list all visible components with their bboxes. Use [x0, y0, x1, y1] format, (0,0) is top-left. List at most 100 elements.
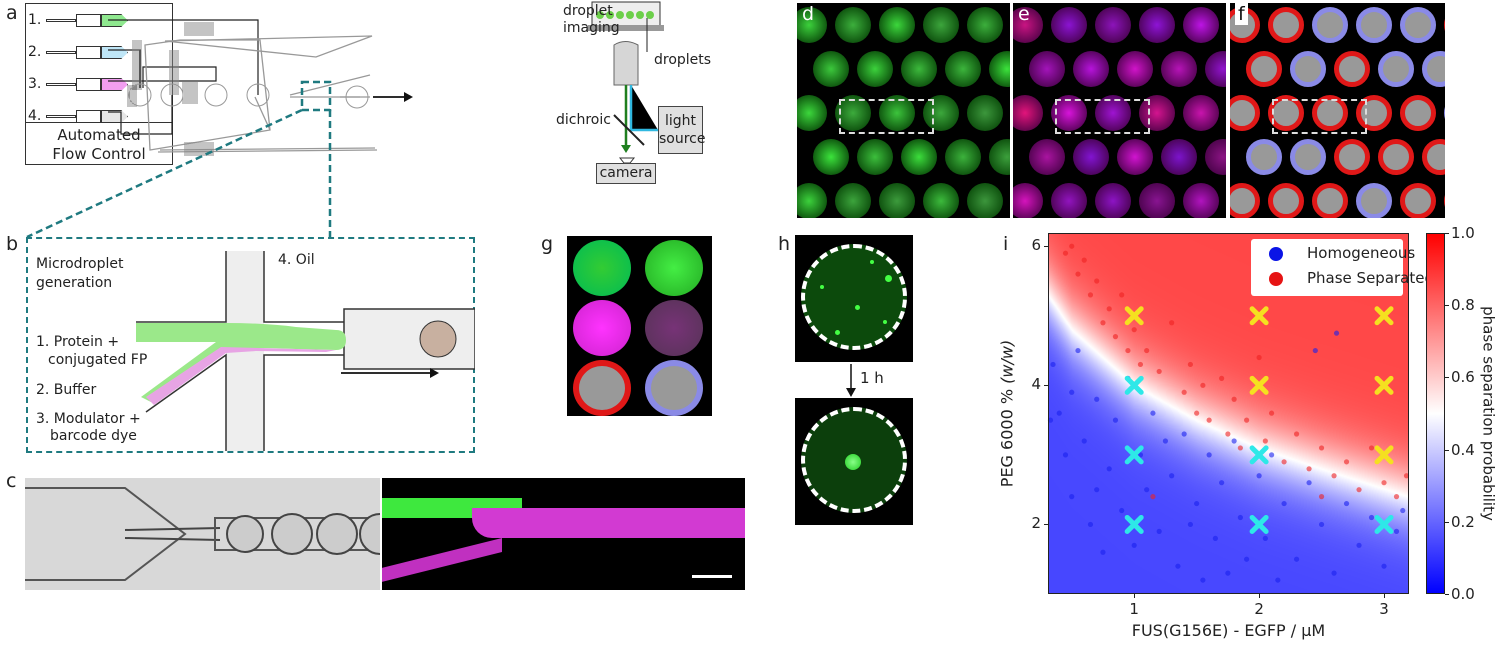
scatter-point-phase-separated [1062, 250, 1069, 256]
panel-label-b: b [6, 233, 19, 255]
junction-diagram [136, 251, 475, 451]
scatter-point-phase-separated [1087, 292, 1094, 298]
condensate [870, 260, 874, 264]
scatter-point-homogeneous [1237, 514, 1243, 521]
scatter-point-phase-separated [1403, 473, 1410, 479]
y-tick-label: 2 [1031, 514, 1041, 533]
scatter-point-phase-separated [1094, 278, 1100, 284]
droplet [1444, 7, 1445, 43]
scatter-point-phase-separated [1100, 320, 1106, 326]
microdroplet-generation-label-2: generation [36, 275, 113, 291]
droplet-imaging-label-1: droplet [563, 3, 613, 19]
plunger [46, 19, 76, 22]
condensate [855, 305, 860, 310]
droplet [1400, 183, 1436, 218]
scatter-point-phase-separated [1200, 382, 1206, 388]
scatter-point-homogeneous [1100, 549, 1106, 555]
scatter-point-homogeneous [1212, 535, 1218, 541]
y-tick-mark [1044, 246, 1048, 248]
droplet-after-image [795, 398, 913, 525]
scatter-point-homogeneous [1333, 330, 1340, 336]
magenta-inlet [382, 538, 502, 582]
scatter-point-homogeneous [1381, 563, 1387, 569]
syringe-number: 3. [28, 76, 42, 92]
flow-control-label-2: Flow Control [52, 145, 146, 163]
x-tick-label: 1 [1129, 600, 1139, 618]
droplet [879, 95, 915, 131]
microfluidic-chip-diagram [26, 19, 413, 239]
droplet [857, 51, 893, 87]
droplet [923, 183, 959, 218]
scatter-point-phase-separated [1318, 445, 1325, 451]
droplet [1246, 51, 1282, 87]
scatter-point-homogeneous [1094, 487, 1100, 493]
scatter-point-homogeneous [1056, 410, 1062, 416]
colorbar-tick-label: 0.8 [1451, 296, 1475, 315]
colorbar-tick-mark [1445, 521, 1449, 523]
scatter-point-homogeneous [1162, 438, 1169, 444]
droplet [1117, 51, 1153, 87]
condensate [845, 454, 861, 470]
droplet [1378, 51, 1414, 87]
droplet [1290, 139, 1326, 175]
scatter-point-homogeneous [1318, 521, 1325, 528]
plot-frame [1048, 233, 1409, 594]
droplet [813, 51, 849, 87]
droplet [1183, 7, 1219, 43]
highlight-box [1055, 99, 1150, 134]
droplet [1205, 139, 1226, 175]
y-axis-label-main: PEG 6000 % [997, 383, 1017, 488]
droplet [1029, 51, 1065, 87]
scatter-point-phase-separated [1206, 417, 1212, 423]
scatter-point-phase-separated [1119, 292, 1125, 298]
oil-label: 4. Oil [278, 252, 315, 268]
x-tick-mark [1384, 594, 1386, 598]
scatter-point-homogeneous [1094, 396, 1100, 402]
magenta-stream [472, 508, 745, 538]
droplet [1139, 95, 1175, 131]
buffer-label: 2. Buffer [36, 382, 97, 398]
colorbar-tick-label: 0.2 [1451, 512, 1475, 531]
scatter-point-homogeneous [1062, 452, 1069, 458]
syringe-4: 4. [28, 108, 168, 126]
light-source-label-1: light [664, 113, 697, 129]
colorbar-tick-label: 1.0 [1451, 224, 1475, 242]
scatter-point-homogeneous [1262, 535, 1268, 541]
scatter-point-phase-separated [1081, 257, 1087, 263]
scale-bar [692, 575, 732, 578]
scatter-point-homogeneous [1194, 500, 1200, 507]
scatter-point-phase-separated [1225, 431, 1231, 437]
droplet [1400, 7, 1436, 43]
scatter-point-homogeneous [1400, 507, 1406, 514]
scatter-point-phase-separated [1131, 327, 1137, 333]
brightfield-image [25, 478, 380, 590]
condensate [820, 285, 824, 289]
syringe-number: 1. [28, 12, 42, 28]
scatter-point-homogeneous [1106, 466, 1112, 472]
scatter-point-phase-separated [1137, 361, 1144, 368]
scatter-point-homogeneous [1331, 570, 1337, 576]
colorbar-label: phase separation probability [1479, 306, 1498, 521]
x-axis-label: FUS(G156E) - EGFP / μM [1131, 621, 1326, 640]
example-droplet [573, 360, 631, 416]
y-tick-mark [1044, 385, 1048, 387]
panel-label-i: i [1003, 233, 1009, 255]
validation-cross-marker [1249, 445, 1269, 465]
scatter-point-homogeneous [1069, 494, 1075, 500]
droplet-outline [801, 244, 907, 350]
scatter-point-phase-separated [1181, 389, 1187, 395]
fluorescence-flow-image [382, 478, 745, 590]
legend-marker-phase-separated [1269, 272, 1283, 286]
droplet [923, 95, 959, 131]
validation-cross-marker [1374, 514, 1394, 534]
colorbar-tick-label: 0.0 [1451, 585, 1475, 603]
droplet [967, 183, 1003, 218]
droplet [857, 139, 893, 175]
scatter-point-homogeneous [1175, 563, 1181, 569]
highlight-box [1272, 99, 1367, 134]
scatter-point-homogeneous [1150, 410, 1156, 416]
scatter-point-phase-separated [1318, 494, 1325, 500]
droplet [1356, 95, 1392, 131]
droplet [1312, 183, 1348, 218]
y-tick-label: 4 [1031, 375, 1041, 394]
